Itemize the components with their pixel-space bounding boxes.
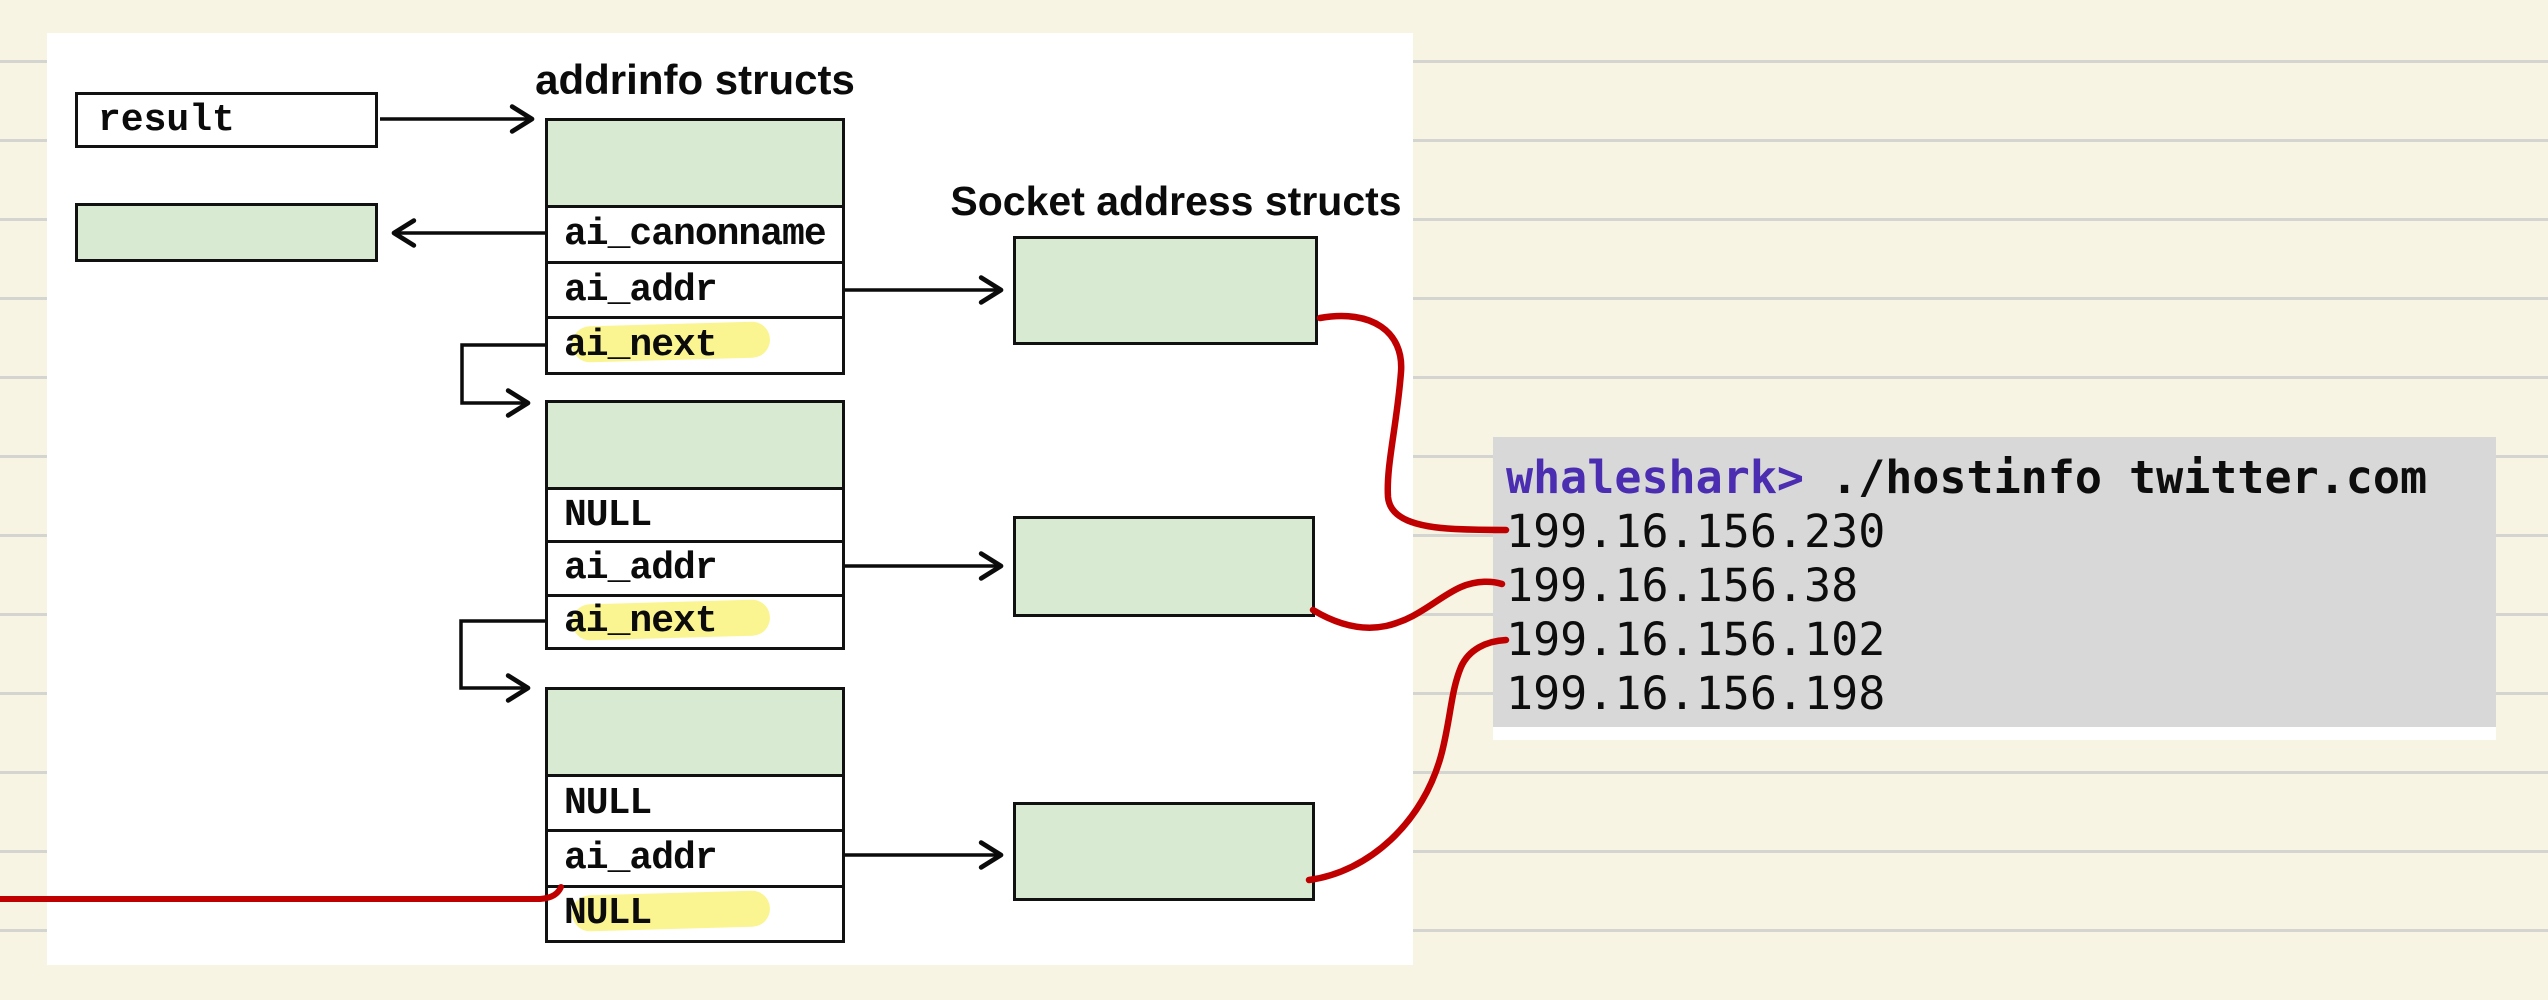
struct3-row-addr: ai_addr	[548, 829, 842, 884]
terminal-prompt: whaleshark>	[1506, 451, 1805, 504]
struct1-row-next: ai_next	[548, 316, 842, 372]
struct2-row-next: ai_next	[548, 593, 842, 647]
field-label: ai_addr	[564, 836, 718, 880]
field-label: ai_next	[564, 324, 718, 368]
addrinfo-structs-title: addrinfo structs	[535, 56, 855, 103]
field-label: ai_addr	[564, 268, 718, 312]
struct2-row-null: NULL	[548, 487, 842, 540]
field-label: ai_addr	[564, 546, 718, 590]
result-pointer-box: result	[75, 92, 378, 148]
socket-address-box-2	[1013, 516, 1315, 617]
field-label: NULL	[564, 493, 652, 537]
terminal-output-line: 199.16.156.230	[1506, 505, 1886, 558]
struct1-row-addr: ai_addr	[548, 260, 842, 317]
struct3-header-cell	[548, 690, 842, 774]
terminal-output-line: 199.16.156.198	[1506, 667, 1886, 720]
addrinfo-struct-3: NULL ai_addr NULL	[545, 687, 845, 943]
addrinfo-struct-2: NULL ai_addr ai_next	[545, 400, 845, 650]
terminal-output-line: 199.16.156.38	[1506, 559, 1859, 612]
canonname-target-box	[75, 203, 378, 262]
field-label: ai_next	[564, 600, 718, 644]
field-label: NULL	[564, 892, 652, 936]
struct2-header-cell	[548, 403, 842, 487]
struct2-row-addr: ai_addr	[548, 540, 842, 593]
struct1-row-canonname: ai_canonname	[548, 205, 842, 261]
field-label: ai_canonname	[564, 212, 827, 256]
socket-address-box-1	[1013, 236, 1318, 345]
socket-address-box-3	[1013, 802, 1315, 901]
socket-structs-title: Socket address structs	[950, 178, 1402, 224]
struct1-header-cell	[548, 121, 842, 205]
result-label: result	[98, 98, 235, 142]
terminal-output-line: 199.16.156.102	[1506, 613, 1886, 666]
terminal-prompt-line: whaleshark> ./hostinfo twitter.com	[1506, 451, 2496, 505]
addrinfo-struct-1: ai_canonname ai_addr ai_next	[545, 118, 845, 375]
struct3-row-null2: NULL	[548, 884, 842, 940]
terminal-window: whaleshark> ./hostinfo twitter.com 199.16…	[1493, 437, 2496, 727]
terminal-command: ./hostinfo twitter.com	[1831, 451, 2428, 504]
struct3-row-null1: NULL	[548, 774, 842, 829]
field-label: NULL	[564, 781, 652, 825]
